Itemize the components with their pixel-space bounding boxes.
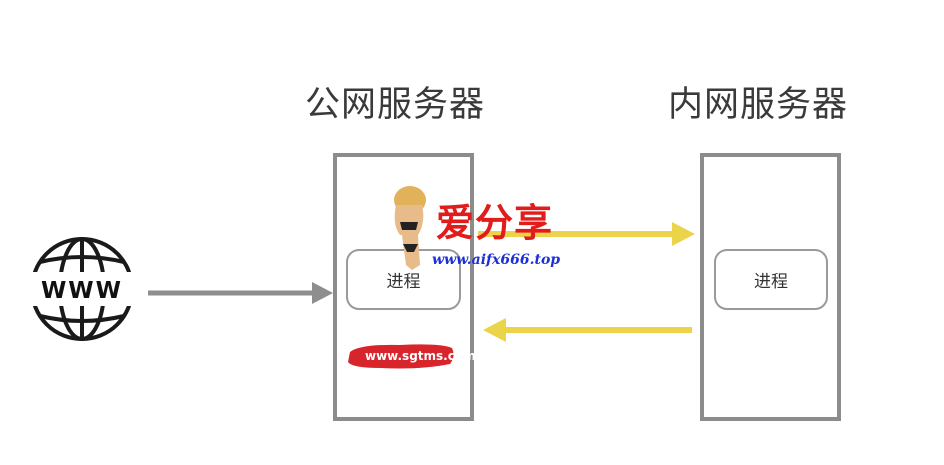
watermark-stamp-text: www.sgtms.com [365,349,476,363]
watermark-title: 爱分享 [436,200,554,245]
globe-label-backdrop [26,272,138,306]
internal-to-public-arrow [483,318,692,342]
watermark-figure [394,186,426,270]
public-server-title: 公网服务器 [305,85,486,125]
public-process-node: 进程 [346,249,461,310]
watermark-url: www.aifx666.top [432,252,561,268]
internal-process-node: 进程 [714,249,828,310]
public-to-internal-arrow [478,222,695,246]
internal-server-title: 内网服务器 [668,85,849,125]
internet-to-public-arrow [148,282,333,304]
globe-label: WWW [41,278,123,304]
watermark-stamp-brush [348,344,454,369]
